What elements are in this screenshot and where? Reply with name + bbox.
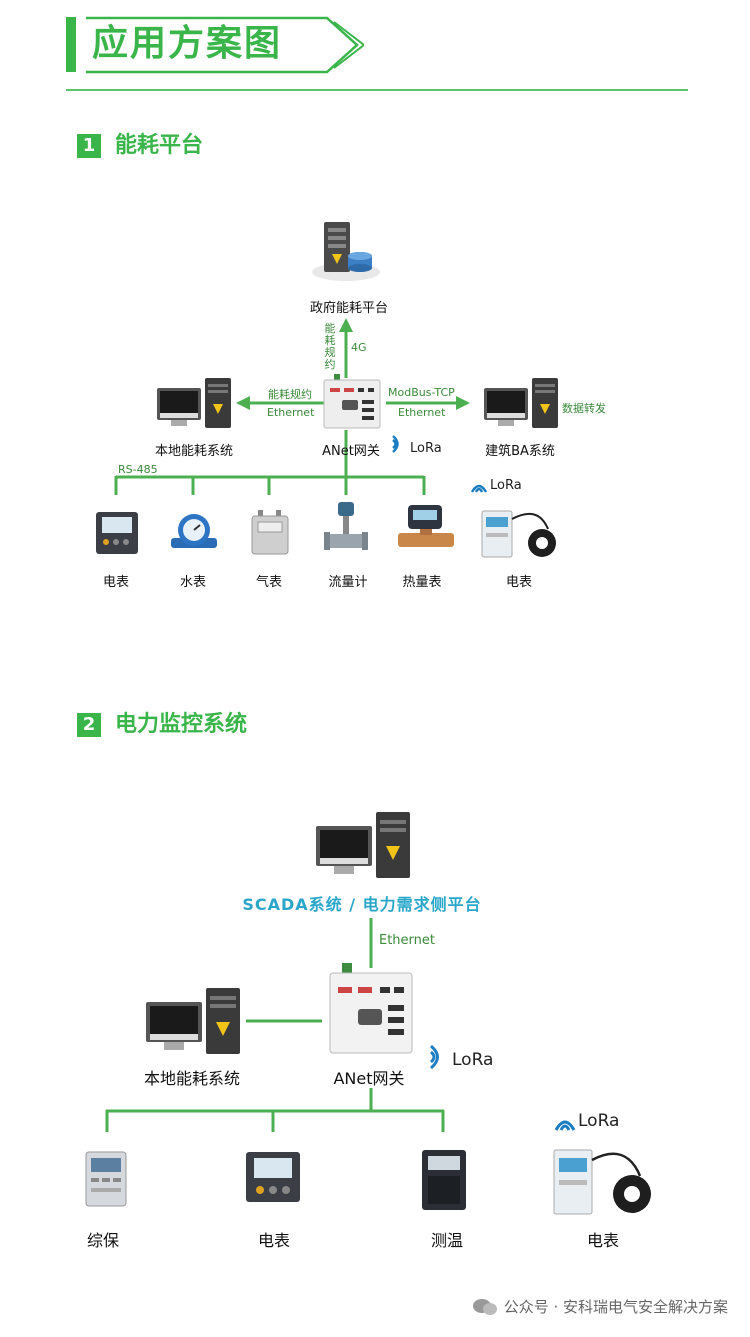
left-link-label: Ethernet [267, 406, 315, 419]
scada-computer-icon [316, 812, 410, 878]
section2-lora-meter-icon [553, 1149, 651, 1215]
section2-gateway-label: ANet网关 [333, 1069, 405, 1088]
page-title: 应用方案图 [92, 23, 283, 64]
header-banner-frame [86, 16, 364, 74]
header-divider [66, 89, 688, 91]
section2-local-system-label: 本地能耗系统 [143, 1069, 241, 1088]
meter-lora-badge: LoRa [470, 476, 522, 494]
right-note-label: 数据转发 [562, 402, 606, 415]
ba-system-label: 建筑BA系统 [485, 444, 555, 459]
wechat-icon [472, 1298, 497, 1315]
server-icon [312, 222, 380, 281]
footer-watermark: 公众号 · 安科瑞电气安全解决方案 [472, 1296, 728, 1317]
device-label-1: 电表 [102, 575, 130, 590]
section2-link-label: Ethernet [379, 933, 435, 948]
lora-power-meter-icon [481, 510, 556, 558]
protection-relay-icon [85, 1151, 127, 1207]
section2-device-label-2: 电表 [257, 1231, 291, 1250]
wireless-signal-icon [554, 1120, 576, 1131]
wireless-signal-icon [470, 484, 488, 493]
section2-device-label-1: 综保 [86, 1231, 120, 1250]
section2-meter-lora-badge: LoRa [554, 1110, 619, 1132]
section2-device-label-3: 测温 [430, 1231, 464, 1250]
lora-meter-label: 电表 [505, 575, 533, 590]
meter-lora-label: LoRa [490, 477, 522, 493]
power-meter-icon [96, 512, 138, 554]
right-protocol-label: ModBus-TCP [388, 386, 455, 399]
wireless-signal-icon [392, 434, 399, 453]
gov-platform-label: 政府能耗平台 [309, 301, 389, 316]
left-protocol-label: 能耗规约 [268, 388, 312, 401]
section2-gateway-lora-badge: LoRa [428, 1044, 493, 1070]
gateway-device-icon [323, 374, 381, 429]
device-label-4: 流量计 [328, 575, 368, 590]
cellular-label: 4G [351, 341, 367, 354]
heat-meter-icon [398, 505, 454, 547]
gateway-label: ANet网关 [322, 444, 380, 459]
section1-number: 1 [77, 134, 101, 158]
section2-gateway-lora-label: LoRa [452, 1050, 494, 1070]
vertical-protocol-label: 能耗规约 [324, 322, 336, 371]
scada-platform-label: SCADA系统 / 电力需求侧平台 [242, 895, 482, 914]
local-computer-icon [157, 378, 231, 428]
bus-label: RS-485 [118, 463, 158, 476]
local-computer-icon-2 [146, 988, 240, 1054]
section1-title: 能耗平台 [115, 133, 204, 158]
section2-meter-lora-label: LoRa [578, 1111, 620, 1131]
gas-meter-icon [251, 510, 289, 555]
section2-power-meter-icon [246, 1152, 300, 1202]
footer-text: 公众号 · 安科瑞电气安全解决方案 [503, 1298, 728, 1316]
section2-number: 2 [77, 713, 101, 737]
device-label-3: 气表 [255, 575, 283, 590]
header-accent-bar [66, 17, 76, 72]
gateway-lora-badge: LoRa [390, 431, 442, 456]
device-label-2: 水表 [179, 575, 207, 590]
section2-lora-meter-label: 电表 [586, 1231, 620, 1250]
gateway-lora-label: LoRa [410, 441, 442, 456]
section2-title: 电力监控系统 [115, 712, 248, 737]
water-meter-icon [171, 514, 217, 548]
temperature-monitor-icon [422, 1150, 466, 1210]
right-link-label: Ethernet [398, 406, 446, 419]
gateway-device-icon-2 [329, 963, 413, 1054]
local-system-label: 本地能耗系统 [154, 444, 234, 459]
wireless-signal-icon [429, 1044, 439, 1070]
device-label-5: 热量表 [402, 575, 442, 590]
flow-meter-icon [324, 502, 368, 550]
ba-computer-icon [484, 378, 558, 428]
